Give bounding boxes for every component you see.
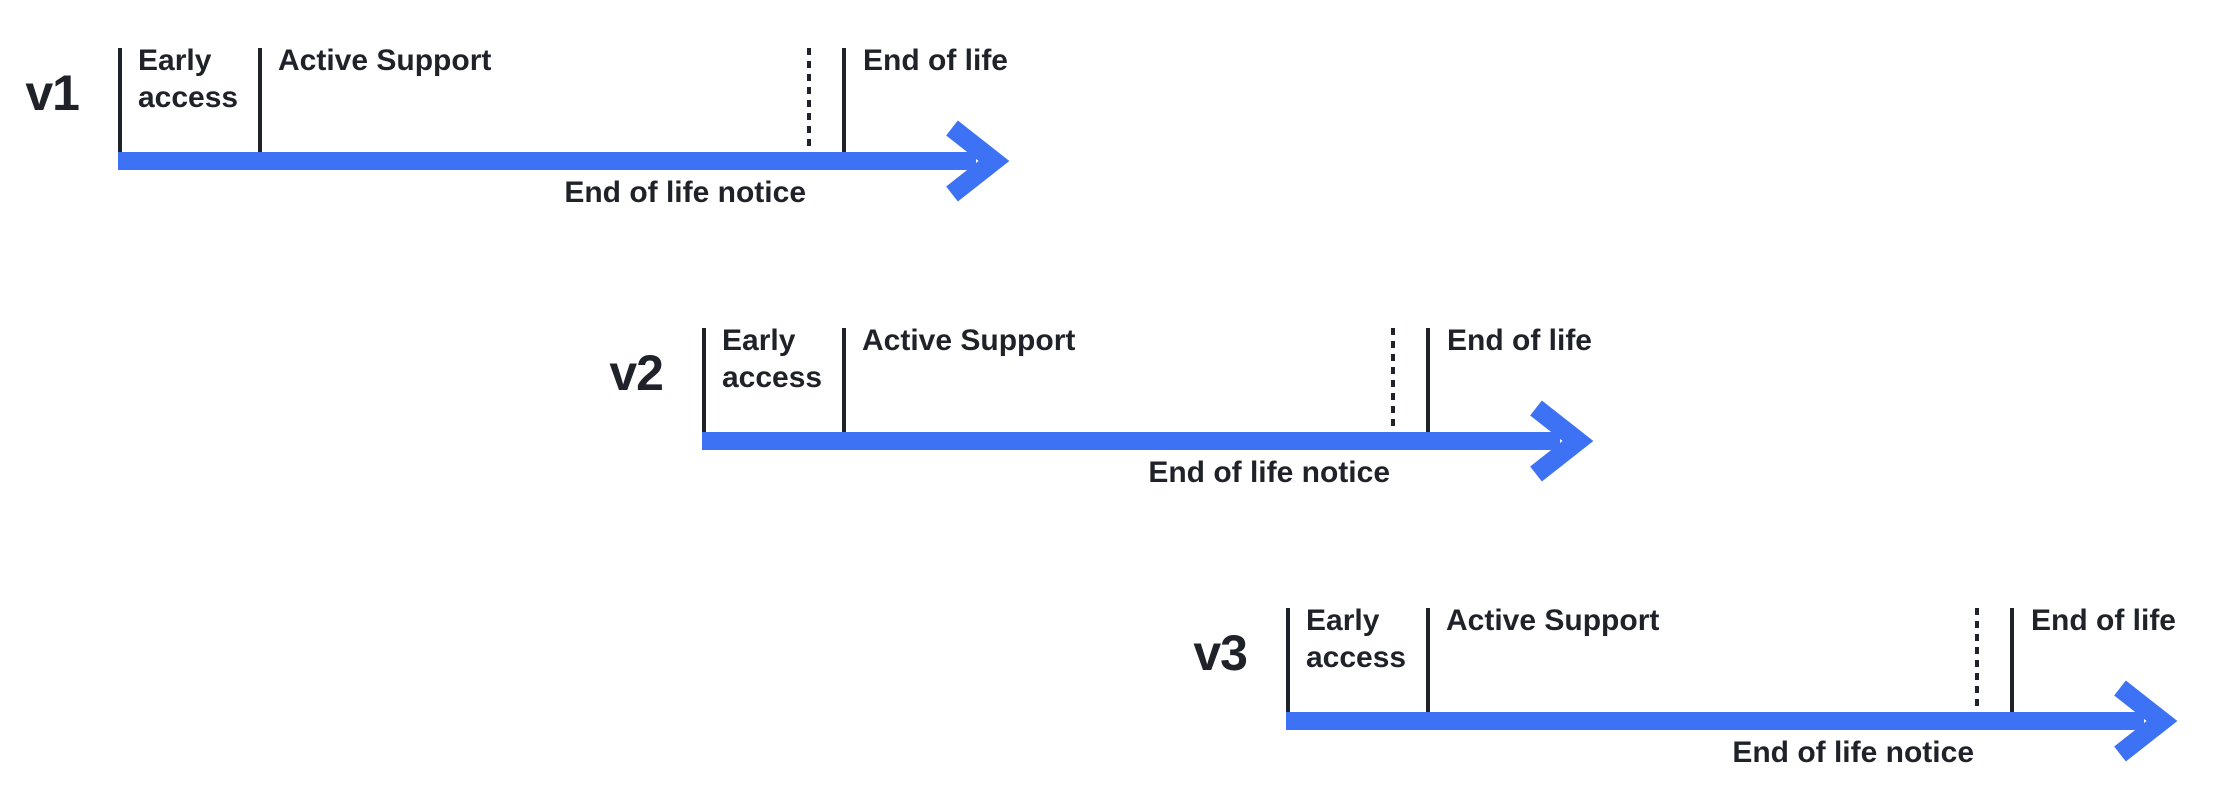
- end-of-life-label: End of life: [2031, 604, 2176, 637]
- timeline-v2: v2 Early access Active Support End of li…: [609, 324, 1622, 518]
- timeline-graphic-v1: [118, 48, 1010, 202]
- version-label-v3: v3: [1193, 625, 1248, 681]
- timeline-arrow-head-icon: [1530, 400, 1594, 482]
- version-label-v2: v2: [609, 345, 664, 401]
- version-label-v1: v1: [25, 65, 80, 121]
- timeline-graphic-v2: [702, 328, 1594, 482]
- end-of-life-notice-label: End of life notice: [1732, 736, 1974, 769]
- end-of-life-label: End of life: [863, 44, 1008, 77]
- early-access-label: Early access: [138, 44, 239, 114]
- timeline-v3: v3 Early access Active Support End of li…: [1193, 604, 2206, 798]
- timeline-v1: v1 Early access Active Support End of li…: [25, 44, 1038, 238]
- end-of-life-notice-label: End of life notice: [564, 176, 806, 209]
- early-access-label: Early access: [1306, 604, 1407, 674]
- end-of-life-label: End of life: [1447, 324, 1592, 357]
- timeline-graphic-v3: [1286, 608, 2178, 762]
- timeline-arrow-head-icon: [2114, 680, 2178, 762]
- end-of-life-notice-label: End of life notice: [1148, 456, 1390, 489]
- active-support-label: Active Support: [862, 324, 1076, 357]
- active-support-label: Active Support: [1446, 604, 1660, 637]
- timeline-arrow-head-icon: [946, 120, 1010, 202]
- early-access-label: Early access: [722, 324, 823, 394]
- active-support-label: Active Support: [278, 44, 492, 77]
